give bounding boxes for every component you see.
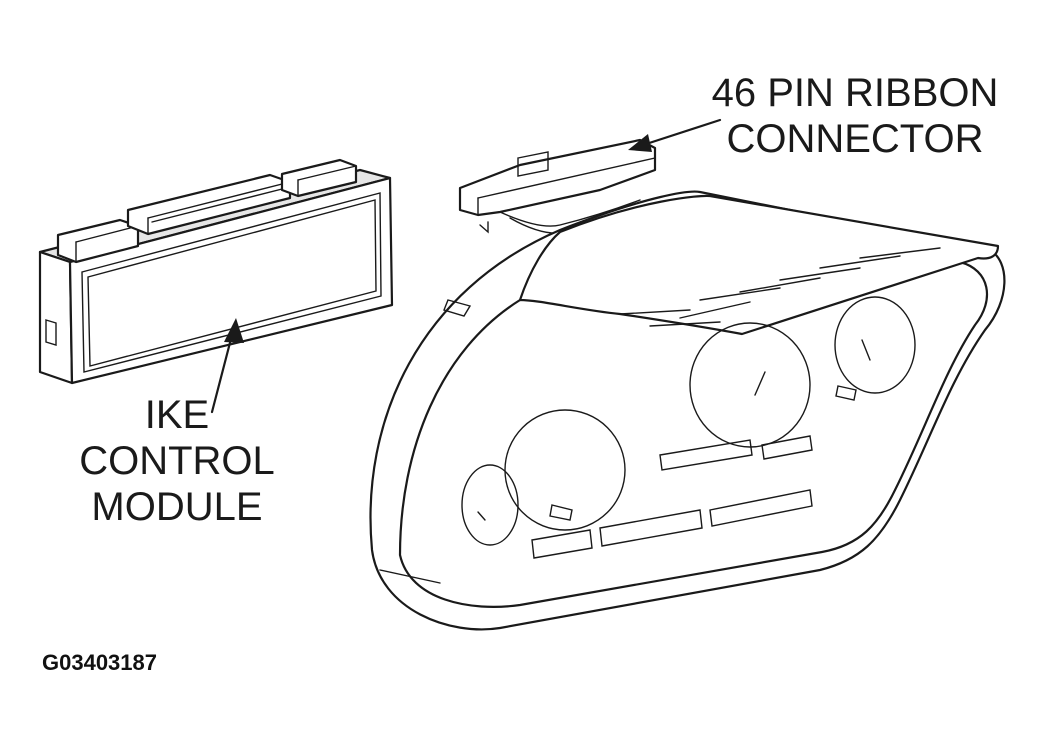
connector-label-line1: 46 PIN RIBBON bbox=[711, 71, 999, 115]
instrument-cluster bbox=[369, 190, 1006, 631]
ike-label-line2: CONTROL bbox=[79, 439, 275, 483]
connector-arrow bbox=[628, 118, 722, 152]
ike-label: IKE CONTROL MODULE bbox=[62, 392, 292, 530]
ike-label-line3: MODULE bbox=[91, 485, 263, 529]
figure-id: G03403187 bbox=[42, 650, 157, 675]
connector-label: 46 PIN RIBBON CONNECTOR bbox=[700, 70, 1010, 162]
ike-label-line1: IKE bbox=[144, 393, 210, 437]
connector-label-line2: CONNECTOR bbox=[726, 117, 984, 161]
ike-control-module bbox=[38, 158, 394, 385]
ike-arrow bbox=[210, 318, 244, 414]
